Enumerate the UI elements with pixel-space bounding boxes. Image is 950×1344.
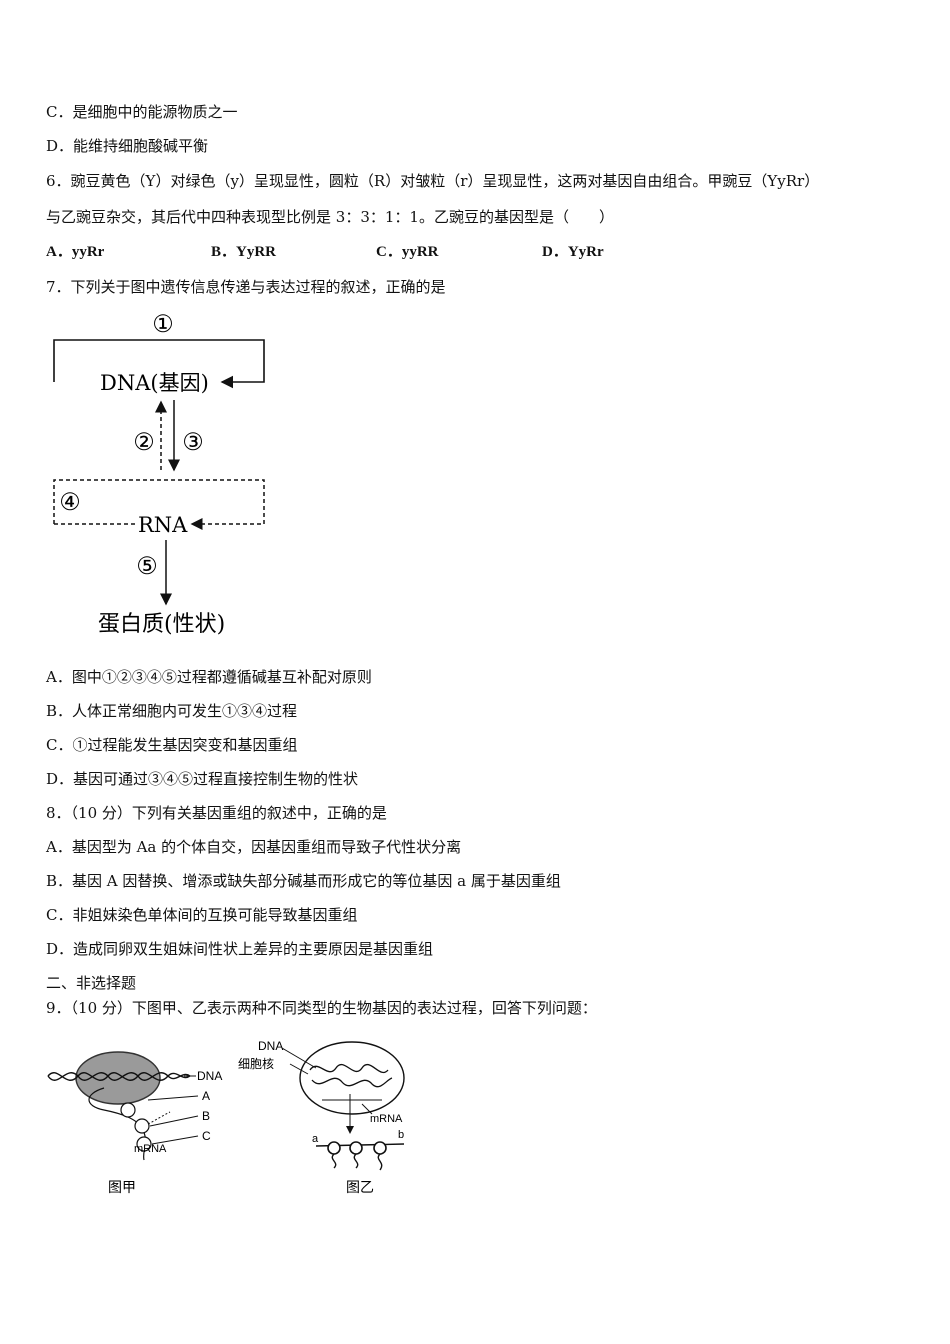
q8-option-b: B．基因 A 因替换、增添或缺失部分碱基而形成它的等位基因 a 属于基因重组: [46, 872, 561, 890]
q8-option-a: A．基因型为 Aa 的个体自交，因基因重组而导致子代性状分离: [46, 838, 462, 856]
fig-a-cell-body: [75, 1051, 161, 1105]
q6-option-a: A．yyRr: [46, 244, 105, 260]
section-2-heading: 二、非选择题: [46, 974, 137, 992]
q6-stem-line1: 6．豌豆黄色（Y）对绿色（y）呈现显性，圆粒（R）对皱粒（r）呈现显性，这两对基…: [46, 172, 820, 190]
q9-figure-b: DNA 细胞核 mRNA a b 图乙: [238, 1039, 405, 1196]
q7-option-d: D．基因可通过③④⑤过程直接控制生物的性状: [46, 770, 359, 788]
q7-label-5: ⑤: [136, 552, 158, 580]
fig-b-nucleus-leader: [289, 1063, 309, 1075]
fig-a-a-leader: [147, 1095, 199, 1101]
q7-loop-4-arrow: [53, 479, 265, 530]
fig-b-nucleus: [299, 1041, 405, 1115]
fig-a-dna-helix-2: [47, 1072, 191, 1081]
fig-a-ribosome-1: [120, 1102, 136, 1118]
q7-label-2: ②: [133, 428, 155, 456]
fig-a-dna-label: DNA: [197, 1069, 222, 1083]
fig-b-dna-leader: [281, 1047, 317, 1069]
fig-b-peptide-2: [353, 1153, 359, 1169]
fig-b-caption: 图乙: [346, 1180, 374, 1196]
fig-b-peptide-1: [331, 1153, 337, 1169]
q7-flow-diagram: ① DNA(基因) ② ③ ④ RNA ⑤ 蛋白质(性状): [53, 310, 265, 637]
fig-b-dna-label: DNA: [258, 1039, 283, 1053]
q6-option-b: B．YyRR: [211, 244, 277, 260]
fig-b-b-label: b: [398, 1129, 404, 1141]
q9-stem: 9．（10 分）下图甲、乙表示两种不同类型的生物基因的表达过程，回答下列问题：: [46, 999, 597, 1017]
fig-a-c-leader: [151, 1135, 199, 1145]
fig-a-ribosome-3: [136, 1136, 152, 1152]
q7-stem: 7．下列关于图中遗传信息传递与表达过程的叙述，正确的是: [46, 278, 446, 296]
fig-a-mrna-label: mRNA: [134, 1143, 167, 1155]
q7-option-c: C．①过程能发生基因突变和基因重组: [46, 736, 298, 754]
fig-a-ribosome-2: [134, 1118, 150, 1134]
q6-option-c: C．yyRR: [376, 244, 439, 260]
fig-b-ribosome-3: [373, 1141, 387, 1155]
q7-dna-node: DNA(基因): [100, 371, 209, 395]
fig-b-arrowhead: [346, 1126, 354, 1134]
q8-option-d: D．造成同卵双生姐妹间性状上差异的主要原因是基因重组: [46, 940, 434, 958]
q8-option-c: C．非姐妹染色单体间的互换可能导致基因重组: [46, 906, 358, 924]
fig-b-mrna-leader: [361, 1103, 373, 1115]
q6-stem-line2: 与乙豌豆杂交，其后代中四种表现型比例是 3：3：1：1。乙豌豆的基因型是（ ）: [46, 208, 614, 226]
q8-stem: 8．（10 分）下列有关基因重组的叙述中，正确的是: [46, 804, 387, 822]
q7-option-a: A．图中①②③④⑤过程都遵循碱基互补配对原则: [46, 668, 372, 686]
fig-b-ribosome-2: [349, 1141, 363, 1155]
fig-b-nucleus-label: 细胞核: [238, 1057, 274, 1071]
fig-b-ribosome-1: [327, 1141, 341, 1155]
q7-protein-node: 蛋白质(性状): [98, 612, 225, 637]
fig-b-mrna-label: mRNA: [370, 1113, 403, 1125]
fig-a-b-label: B: [202, 1109, 210, 1123]
fig-b-peptide-3: [377, 1153, 383, 1171]
fig-a-a-label: A: [202, 1089, 210, 1103]
q7-loop-1-arrow: [53, 339, 265, 389]
fig-b-a-label: a: [312, 1133, 319, 1145]
fig-a-b-leader: [149, 1115, 199, 1127]
q7-rna-node: RNA: [138, 513, 188, 537]
q7-label-3: ③: [182, 428, 204, 456]
q7-label-4: ④: [59, 488, 81, 516]
q5-option-d: D．能维持细胞酸碱平衡: [46, 137, 209, 155]
q9-figure-a: DNA A B C mRNA 图甲: [47, 1051, 222, 1196]
q7-option-b: B．人体正常细胞内可发生①③④过程: [46, 702, 298, 720]
fig-a-c-label: C: [202, 1129, 211, 1143]
q7-label-1: ①: [152, 310, 174, 338]
q5-option-c: C．是细胞中的能源物质之一: [46, 103, 238, 121]
fig-a-caption: 图甲: [108, 1180, 136, 1196]
fig-b-dna-coil: [309, 1063, 393, 1088]
fig-a-peptide-chain: [147, 1111, 171, 1125]
q6-option-d: D．YyRr: [542, 244, 604, 260]
